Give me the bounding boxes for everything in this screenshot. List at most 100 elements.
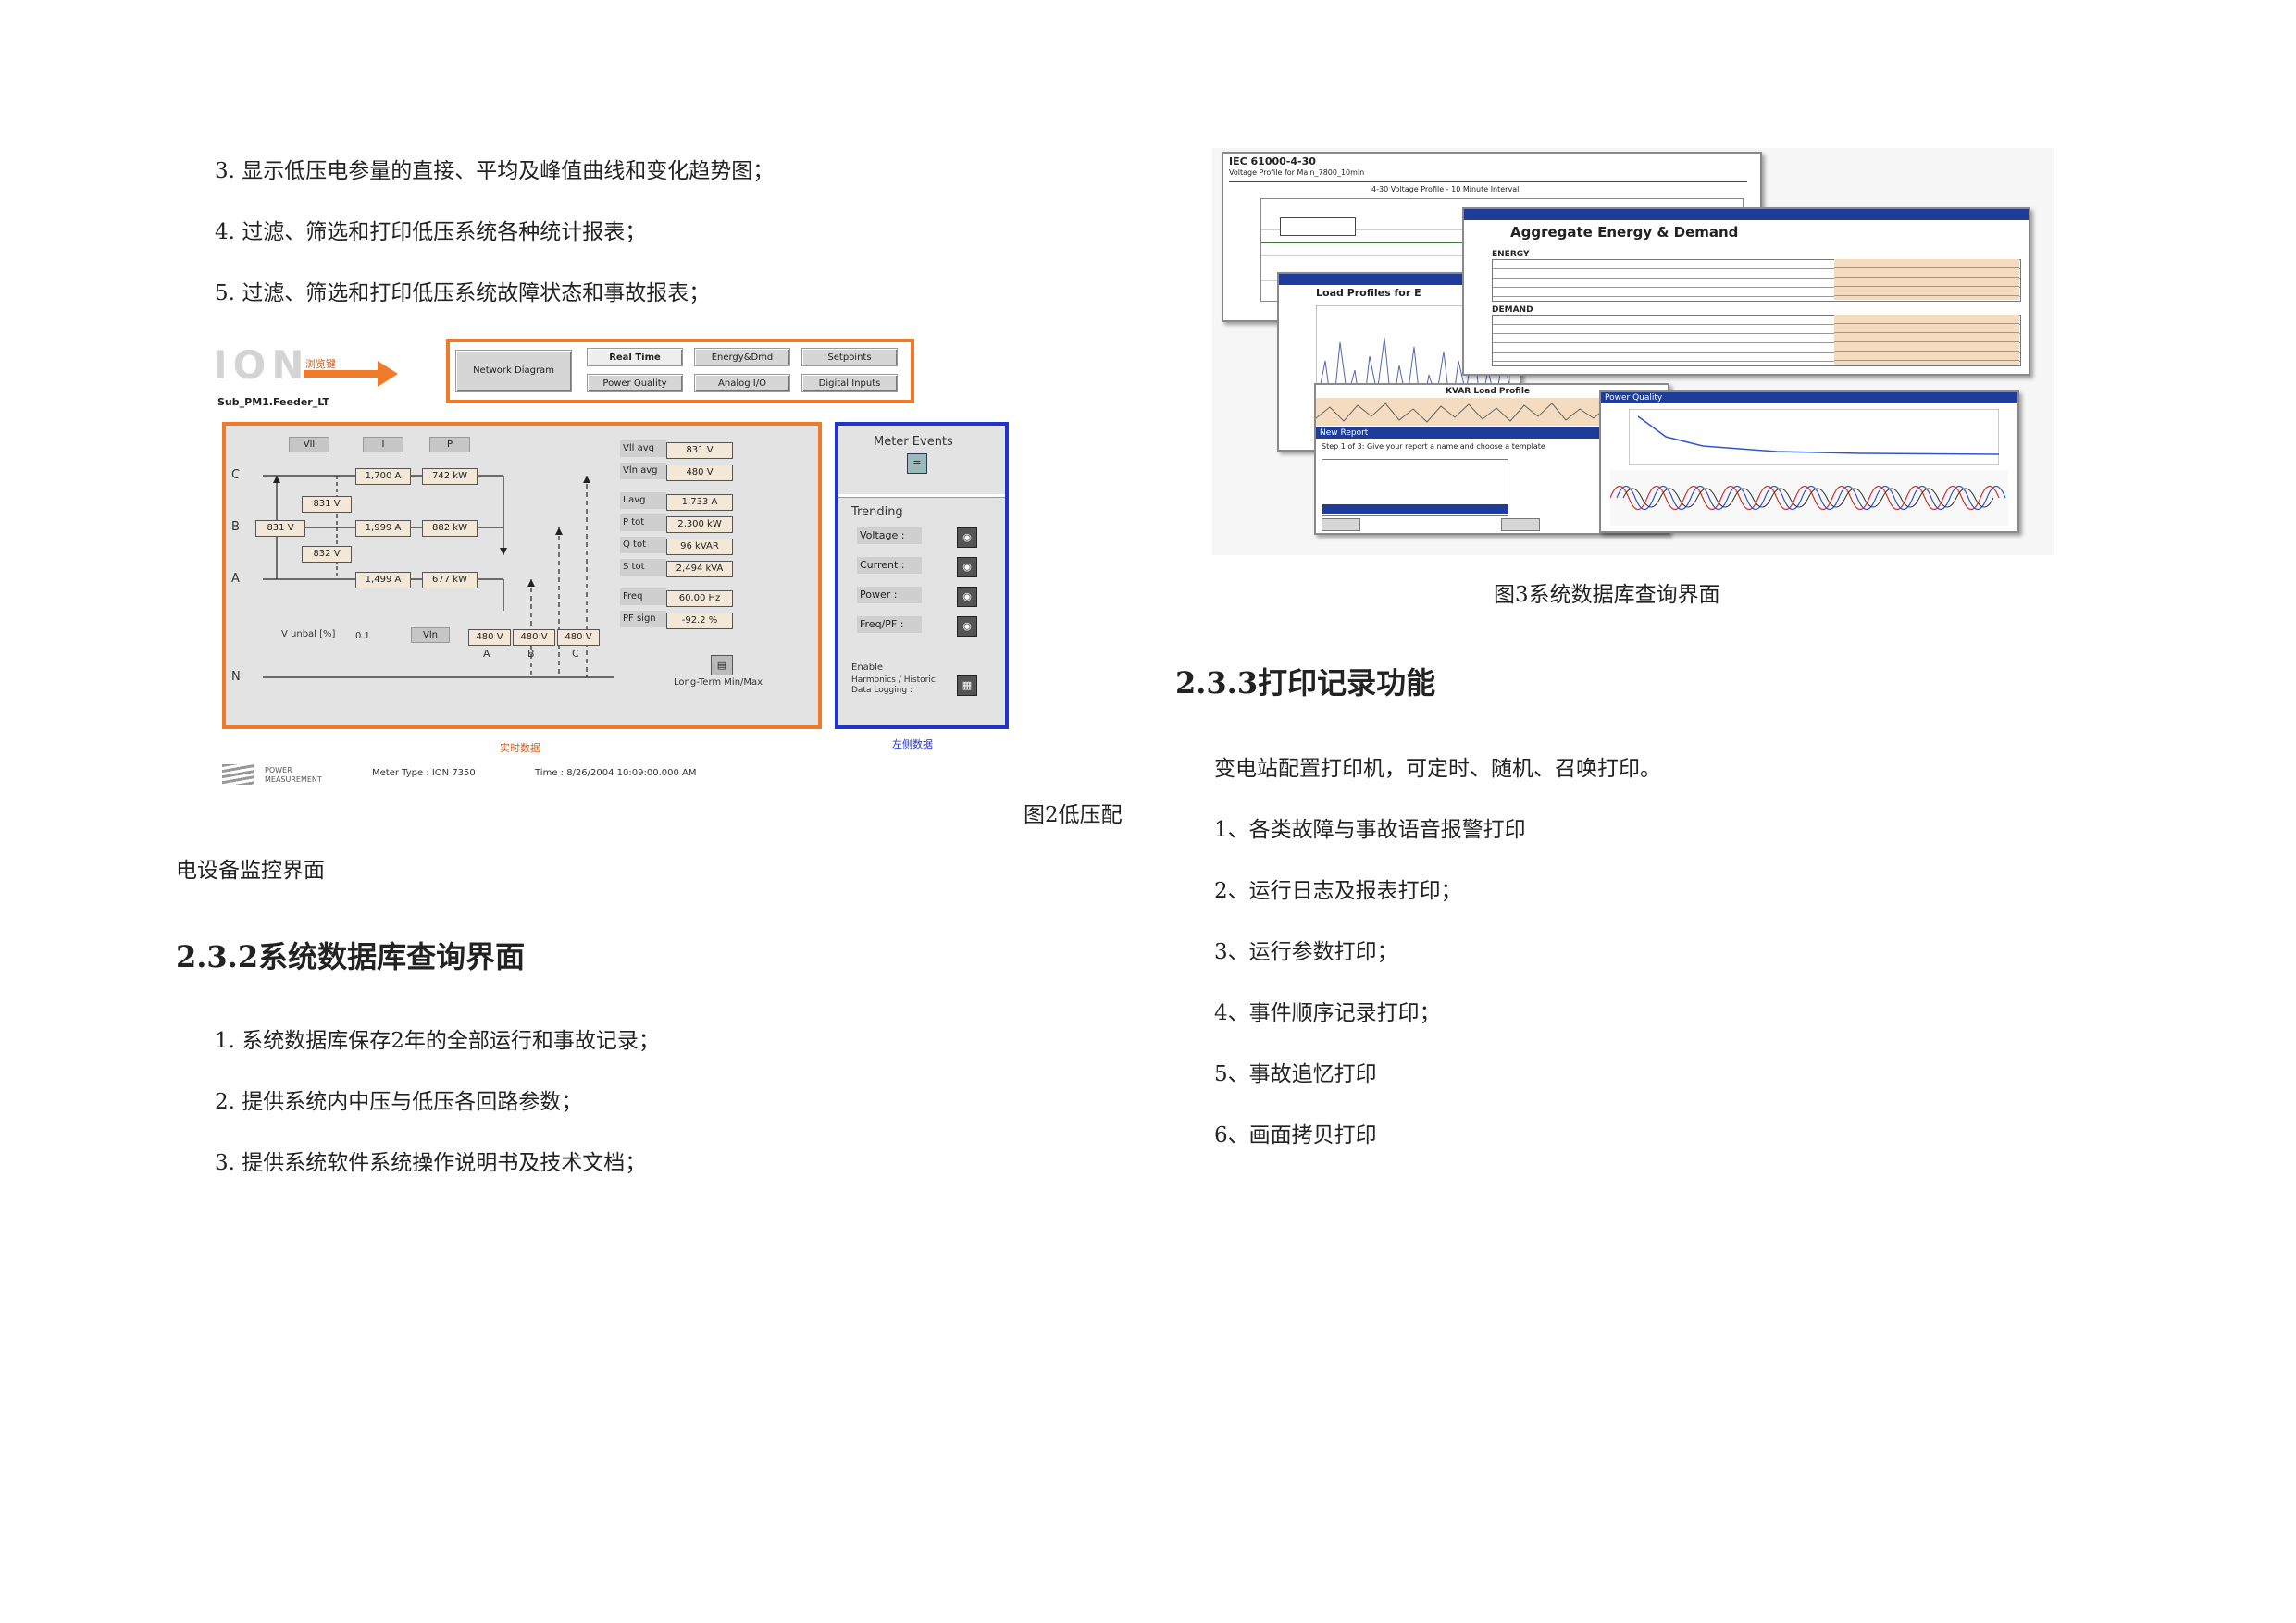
arrow-shaft (304, 370, 378, 378)
reading-value: 2,300 kW (666, 516, 733, 533)
network-diagram-button[interactable]: Network Diagram (455, 350, 572, 392)
titlebar (1464, 209, 2029, 220)
phase-b-voltage: 831 V (255, 520, 305, 537)
list-item: 5、事故追忆打印 (1214, 1062, 1377, 1086)
vunbal-label: V unbal [%] (281, 629, 336, 639)
figure-2-monitoring-ui: ION 浏览键 Sub_PM1.Feeder_LT Network Diagra… (213, 333, 1027, 796)
data-logging-icon[interactable]: ▦ (957, 675, 977, 696)
section-heading: 2.3.2系统数据库查询界面 (176, 939, 526, 974)
digital-inputs-button[interactable]: Digital Inputs (801, 374, 898, 392)
reading-label: P tot (620, 514, 666, 531)
reading-label: Vll avg (620, 440, 666, 457)
template-list[interactable] (1322, 459, 1508, 516)
aggregate-energy-window: Aggregate Energy & Demand ENERGY DEMAND (1462, 207, 2030, 376)
list-item: 4、事件顺序记录打印； (1214, 1001, 1441, 1025)
list-item: 1. 系统数据库保存2年的全部运行和事故记录； (215, 1029, 660, 1053)
arrow-right-icon (378, 361, 398, 387)
reading-value: 60.00 Hz (666, 590, 733, 607)
vln-phase-b: B (527, 648, 535, 660)
phase-a-power: 677 kW (422, 572, 478, 588)
trend-power-label: Power : (857, 587, 922, 603)
reading-label: S tot (620, 559, 666, 576)
column-header-p: P (429, 437, 470, 452)
divider (838, 494, 1005, 498)
intro-paragraph: 变电站配置打印机，可定时、随机、召唤打印。 (1214, 757, 1661, 781)
titlebar: New Report (1316, 427, 1668, 439)
figure-caption-continued: 电设备监控界面 (176, 859, 325, 883)
column-header-i: I (363, 437, 403, 452)
reading-label: Freq (620, 588, 666, 605)
reading-value: -92.2 % (666, 613, 733, 629)
meter-time: Time : 8/26/2004 10:09:00.000 AM (535, 768, 697, 778)
reading-label: Q tot (620, 537, 666, 553)
column-header-vll: Vll (289, 437, 329, 452)
side-caption: 左侧数据 (892, 738, 933, 750)
figure-3-database-screens: IEC 61000-4-30 Voltage Profile for Main_… (1212, 148, 2054, 555)
list-item: 3、运行参数打印； (1214, 940, 1398, 964)
analog-io-button[interactable]: Analog I/O (694, 374, 790, 392)
waveform-chart (1610, 470, 2008, 526)
list-item: 5. 过滤、筛选和打印低压系统故障状态和事故报表； (215, 281, 711, 305)
trend-voltage-label: Voltage : (857, 527, 922, 544)
binoculars-icon[interactable]: ◉ (957, 527, 977, 548)
titlebar: Power Quality (1601, 392, 2017, 403)
brand-line1: POWER (265, 766, 292, 774)
real-time-button[interactable]: Real Time (587, 348, 683, 366)
win1-header: IEC 61000-4-30 (1229, 155, 1316, 167)
demand-table-shaded (1834, 315, 2019, 365)
nav-button-panel: Network Diagram Real Time Power Quality … (446, 339, 914, 403)
vln-c-value: 480 V (557, 629, 600, 646)
meter-events-icon[interactable]: ≡ (907, 453, 927, 474)
meter-events-label: Meter Events (874, 435, 953, 449)
binoculars-icon[interactable]: ◉ (957, 616, 977, 637)
list-item: 3. 显示低压电参量的直接、平均及峰值曲线和变化趋势图； (215, 159, 775, 183)
phase-label-a: A (231, 572, 240, 586)
reading-value: 2,494 kVA (666, 561, 733, 577)
power-quality-button[interactable]: Power Quality (587, 374, 683, 392)
win3-title: Load Profiles for E (1316, 287, 1421, 299)
realtime-caption: 实时数据 (500, 742, 540, 754)
phase-c-current: 1,700 A (355, 468, 411, 485)
longterm-minmax-icon[interactable]: ▤ (711, 655, 733, 675)
reading-label: I avg (620, 492, 666, 509)
reading-value: 480 V (666, 465, 733, 481)
brand-line2: MEASUREMENT (265, 775, 322, 784)
next-button[interactable] (1501, 518, 1540, 531)
setpoints-button[interactable]: Setpoints (801, 348, 898, 366)
power-measurement-logo-icon (222, 764, 254, 785)
reading-value: 831 V (666, 442, 733, 459)
feeder-name: Sub_PM1.Feeder_LT (217, 396, 329, 408)
reading-value: 96 kVAR (666, 539, 733, 555)
vln-phase-c: C (572, 648, 579, 660)
figure-caption: 图2低压配 (1024, 803, 1123, 827)
vln-a-value: 480 V (468, 629, 511, 646)
vll-ba-value: 832 V (302, 546, 352, 563)
ion-logo: ION (213, 342, 310, 388)
win1-sub: Voltage Profile for Main_7800_10min (1229, 168, 1365, 177)
list-item: 3. 提供系统软件系统操作说明书及技术文档； (215, 1151, 647, 1175)
selected-template (1322, 504, 1508, 514)
energy-table-shaded (1834, 259, 2019, 300)
divider (1229, 181, 1747, 182)
win5-step: Step 1 of 3: Give your report a name and… (1322, 442, 1545, 451)
phase-label-b: B (231, 520, 240, 534)
reading-label: PF sign (620, 611, 666, 627)
win1-chart-title: 4-30 Voltage Profile - 10 Minute Interva… (1371, 185, 1520, 193)
meter-type: Meter Type : ION 7350 (372, 768, 476, 778)
binoculars-icon[interactable]: ◉ (957, 557, 977, 577)
phase-label-c: C (231, 468, 241, 482)
list-item: 2、运行日志及报表打印； (1214, 879, 1462, 903)
win2-demand: DEMAND (1492, 305, 1533, 315)
win4-title: KVAR Load Profile (1446, 387, 1531, 396)
win2-energy: ENERGY (1492, 250, 1530, 259)
trend-freqpf-label: Freq/PF : (857, 616, 922, 633)
trending-label: Trending (851, 505, 903, 519)
list-item: 1、各类故障与事故语音报警打印 (1214, 818, 1526, 842)
list-item: 6、画面拷贝打印 (1214, 1123, 1377, 1147)
help-button[interactable] (1322, 518, 1360, 531)
binoculars-icon[interactable]: ◉ (957, 587, 977, 607)
vln-b-value: 480 V (513, 629, 555, 646)
vln-label: Vln (411, 627, 450, 643)
energy-demand-button[interactable]: Energy&Dmd (694, 348, 790, 366)
longterm-minmax-label: Long-Term Min/Max (674, 677, 763, 688)
